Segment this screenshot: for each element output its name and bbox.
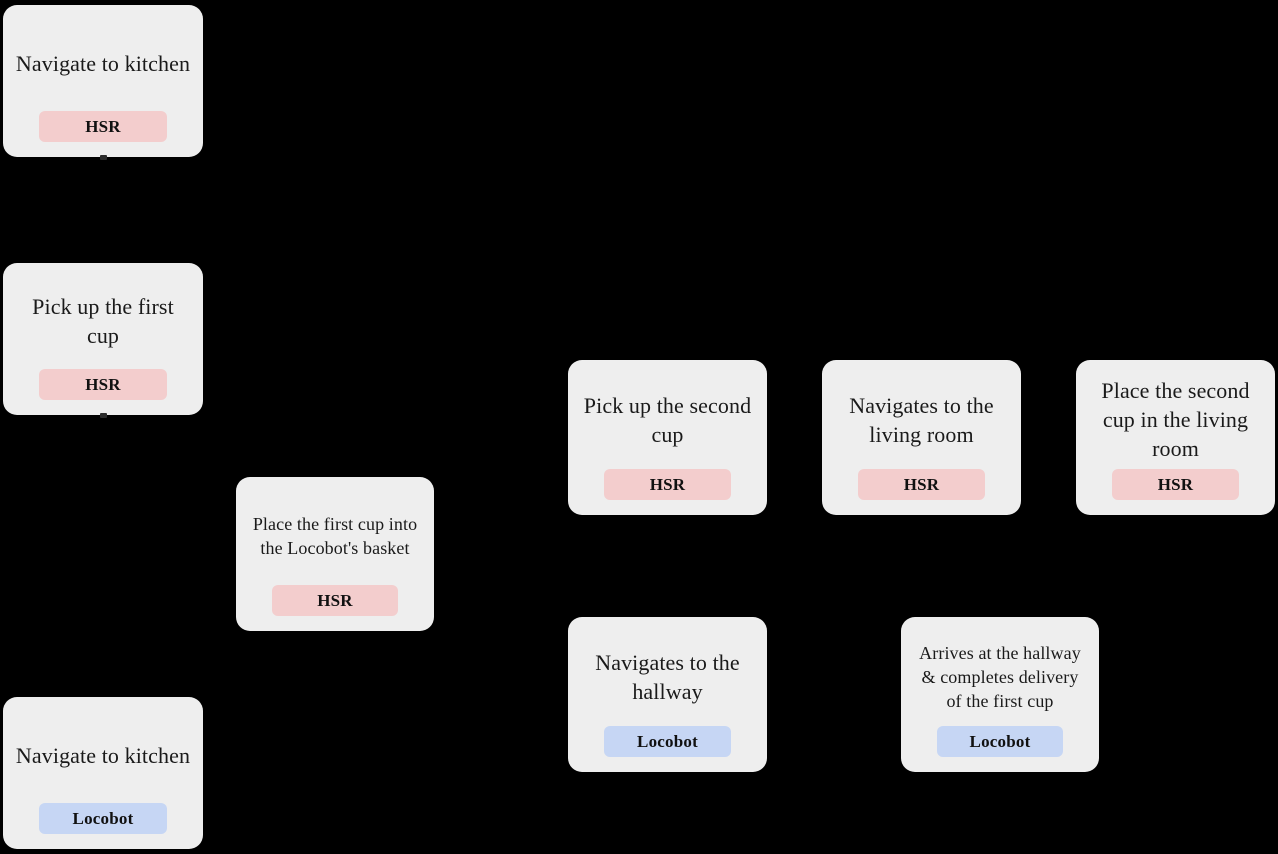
agent-badge-hsr[interactable]: HSR [604, 469, 731, 500]
agent-badge-locobot[interactable]: Locobot [937, 726, 1063, 757]
agent-badge-hsr[interactable]: HSR [39, 369, 167, 400]
agent-badge-hsr[interactable]: HSR [1112, 469, 1239, 500]
task-node-label: Navigate to kitchen [15, 50, 191, 76]
task-node-label: Pick up the second cup [583, 392, 752, 447]
agent-badge-hsr[interactable]: HSR [39, 111, 167, 142]
task-node-label: Place the first cup into the Locobot's b… [252, 514, 418, 558]
task-node-label: Arrives at the hallway & completes deliv… [919, 642, 1081, 711]
task-node-label: Pick up the first cup [32, 294, 174, 348]
task-node-label: Navigate to kitchen [15, 742, 191, 768]
task-node-label: Navigates to the living room [849, 392, 994, 447]
edge-connector-stub [100, 413, 107, 418]
agent-badge-hsr[interactable]: HSR [858, 469, 985, 500]
task-node-label: Navigates to the hallway [595, 649, 740, 704]
agent-badge-locobot[interactable]: Locobot [39, 803, 167, 834]
edge-connector-stub [100, 155, 107, 160]
task-node-locobot-arrives-hallway-delivery[interactable]: Arrives at the hallway & completes deliv… [901, 617, 1099, 772]
task-node-hsr-place-first-cup-basket[interactable]: Place the first cup into the Locobot's b… [236, 477, 434, 631]
task-node-label: Place the second cup in the living room [1101, 378, 1250, 461]
agent-badge-locobot[interactable]: Locobot [604, 726, 731, 757]
agent-badge-hsr[interactable]: HSR [272, 585, 398, 616]
